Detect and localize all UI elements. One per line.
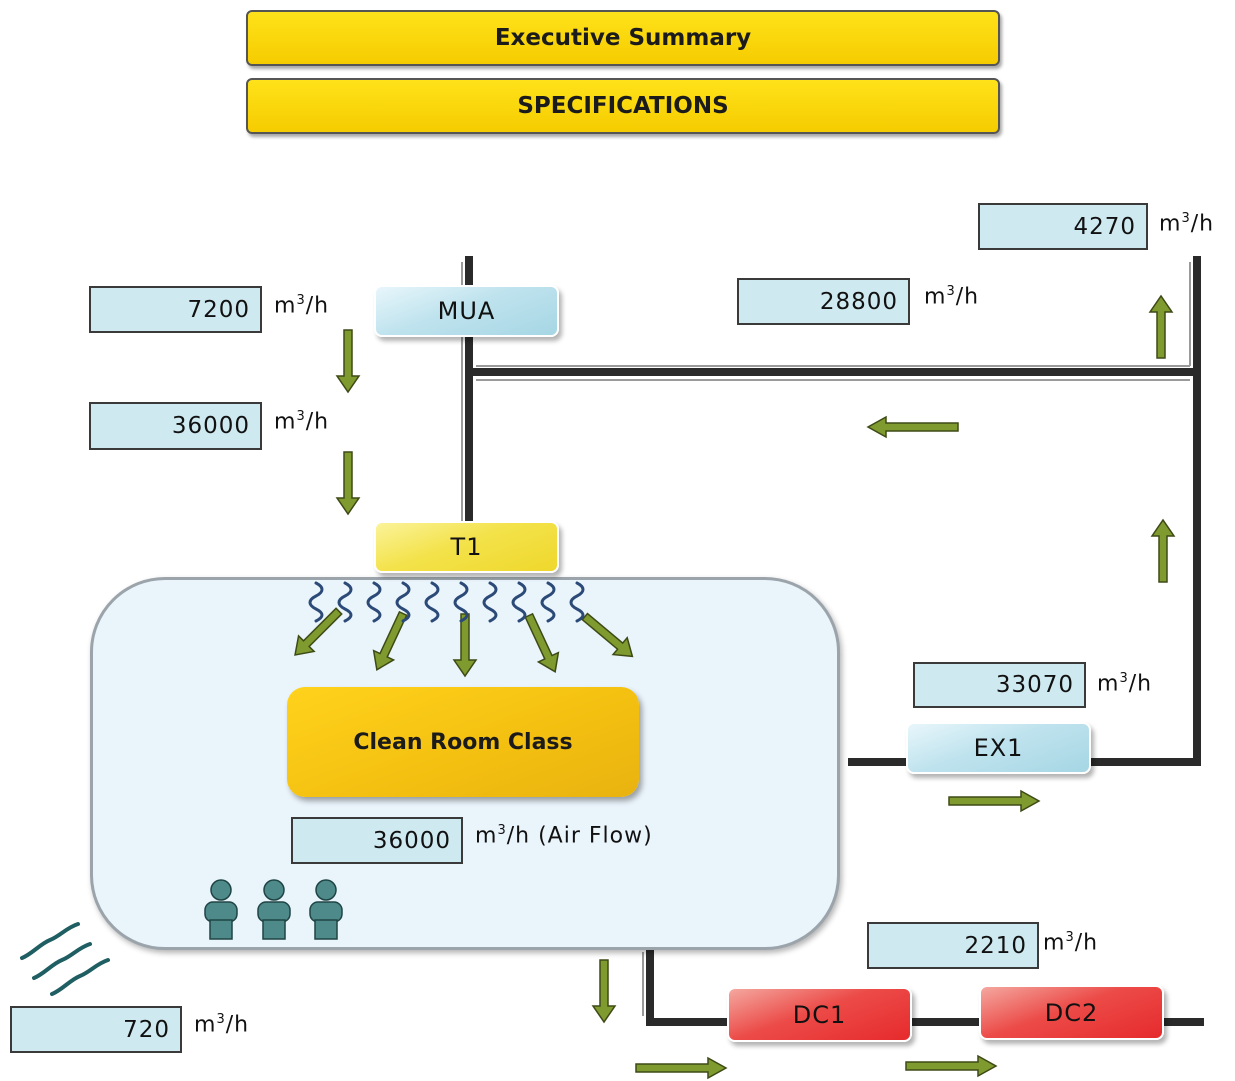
unit-label-airflow: m3/h (Air Flow) — [475, 823, 653, 849]
person-icon-2 — [257, 879, 291, 940]
flow-ex1-value: 33070 — [913, 662, 1086, 708]
flow-dc-value: 2210 — [867, 922, 1039, 969]
unit-label: m3/h — [924, 284, 980, 310]
specifications-button[interactable]: SPECIFICATIONS — [246, 78, 1000, 134]
unit-label: m3/h — [194, 1012, 250, 1038]
executive-summary-button[interactable]: Executive Summary — [246, 10, 1000, 66]
arrow-down-supply — [336, 451, 360, 515]
flow-leak-value: 720 — [10, 1006, 182, 1053]
ex1-unit[interactable]: EX1 — [906, 722, 1091, 774]
arrow-diffuser-3 — [453, 613, 477, 677]
flow-supply-value: 36000 — [89, 402, 262, 450]
arrow-up-exhaust — [1149, 295, 1173, 359]
arrow-diffuser-4 — [518, 610, 566, 678]
flow-recirc-value: 28800 — [737, 278, 910, 325]
clean-room-class: Clean Room Class — [287, 687, 639, 797]
dc1-unit[interactable]: DC1 — [727, 987, 912, 1042]
arrow-diffuser-1 — [286, 602, 348, 664]
leak-waves — [20, 922, 110, 996]
t1-unit[interactable]: T1 — [374, 521, 559, 573]
arrow-down-room-drain — [592, 959, 616, 1023]
person-icon-3 — [309, 879, 343, 940]
arrow-diffuser-5 — [577, 607, 641, 666]
arrow-down-mua — [336, 329, 360, 393]
flow-mua-in-value: 7200 — [89, 286, 262, 333]
unit-label: m3/h — [274, 409, 330, 435]
dc2-unit[interactable]: DC2 — [979, 985, 1164, 1040]
unit-label: m3/h — [274, 293, 330, 319]
flow-exhaust-out-value: 4270 — [978, 203, 1148, 250]
arrow-right-dc-bottom-2 — [905, 1055, 997, 1077]
mua-unit[interactable]: MUA — [374, 285, 559, 337]
unit-label: m3/h — [1159, 211, 1215, 237]
unit-label: m3/h — [1097, 671, 1153, 697]
airflow-waves — [308, 581, 585, 623]
person-icon-1 — [204, 879, 238, 940]
people-icon — [204, 879, 343, 940]
arrow-left-return — [867, 416, 959, 438]
flow-room-airflow-value: 36000 — [291, 817, 463, 864]
arrow-right-dc-bottom-1 — [635, 1057, 727, 1079]
arrow-up-return — [1151, 519, 1175, 583]
unit-label: m3/h — [1043, 930, 1099, 956]
arrow-right-ex1 — [948, 790, 1040, 812]
